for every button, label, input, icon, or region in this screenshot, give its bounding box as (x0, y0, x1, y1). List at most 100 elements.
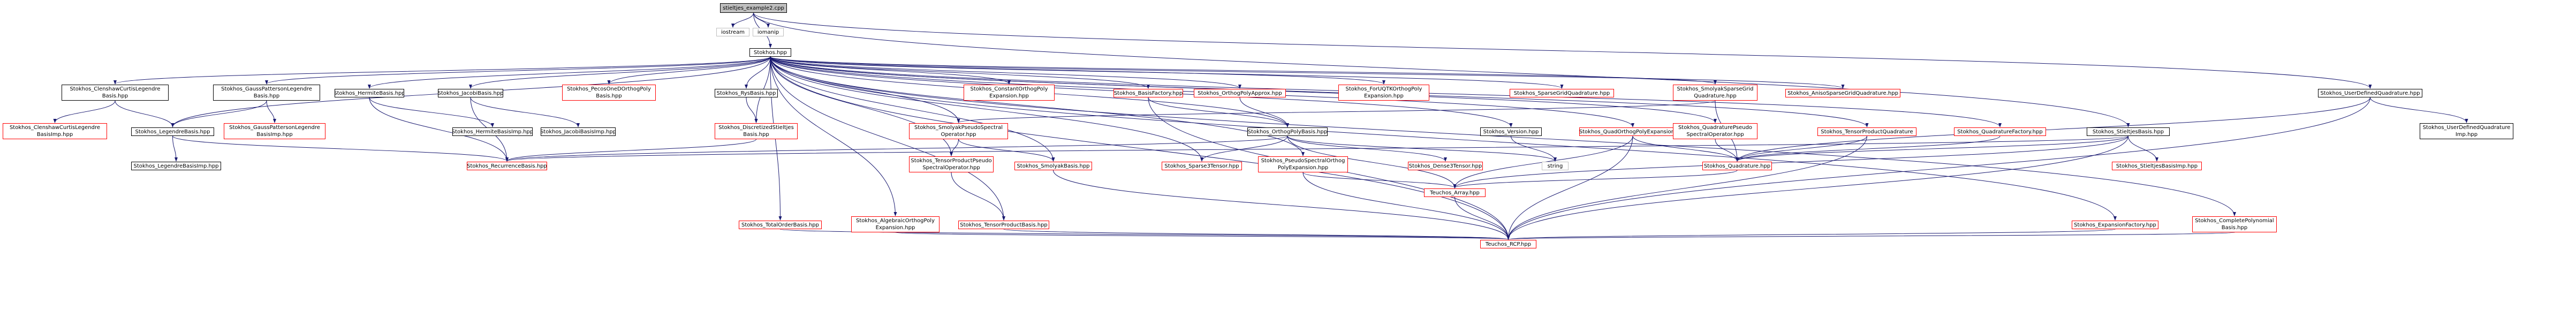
node-constant[interactable]: Stokhos_ConstantOrthogPoly Expansion.hpp (964, 85, 1055, 101)
node-legendreimp[interactable]: Stokhos_LegendreBasisImp.hpp (131, 162, 221, 170)
edge-stokhos-to-tensorbasis (770, 56, 1005, 221)
node-label: Stokhos_ClenshawCurtisLegendre BasisImp.… (9, 125, 101, 138)
node-label: Stokhos_TensorProductQuadrature (1821, 128, 1913, 135)
node-label: Stokhos_BasisFactory.hpp (1113, 90, 1183, 96)
edge-gausspatterson-to-legendre (171, 100, 267, 127)
edge-teuchosarray-to-teuchosrcp (1454, 196, 1510, 240)
node-expfactory[interactable]: Stokhos_ExpansionFactory.hpp (2072, 221, 2158, 229)
edge-stokhos-to-piecewise (607, 56, 771, 85)
edge-tensorbasis-to-teuchosrcp (1003, 229, 1510, 240)
node-teuchosarray[interactable]: Teuchos_Array.hpp (1424, 188, 1486, 197)
edge-pseudospectral-to-teuchosarray (1302, 172, 1457, 188)
node-basisfactory[interactable]: Stokhos_BasisFactory.hpp (1113, 89, 1183, 97)
edge-quadorthogexp-to-teuchosrcp (1506, 135, 1633, 240)
edge-orthogpolybasis-to-string (1287, 135, 1557, 162)
node-label: Stokhos_OrthogPolyApprox.hpp (1198, 90, 1282, 96)
edge-expfactory-to-teuchosrcp (1507, 229, 2116, 240)
edge-stokhos-to-completepoly (770, 56, 2236, 216)
node-label: Stokhos_LegendreBasisImp.hpp (133, 163, 219, 169)
node-completepoly[interactable]: Stokhos_CompletePolynomial Basis.hpp (2192, 216, 2277, 232)
node-tensorquad[interactable]: Stokhos_TensorProductQuadrature (1817, 127, 1916, 136)
node-gausspatterson[interactable]: Stokhos_GaussPattersonLegendre Basis.hpp (213, 85, 320, 101)
edge-root-to-stieltjesbasis (753, 12, 2130, 127)
edge-algebraic-to-teuchosrcp (895, 232, 1510, 240)
node-hermiteimp[interactable]: Stokhos_HermiteBasisImp.hpp (452, 127, 533, 136)
edge-stokhos-to-jacobi (469, 56, 771, 89)
edge-stokhos-to-sparse3 (770, 56, 1203, 162)
node-quadfactory[interactable]: Stokhos_QuadratureFactory.hpp (1954, 127, 2046, 136)
node-quadorthogexp[interactable]: Stokhos_QuadOrthogPolyExpansion.hpp (1579, 127, 1686, 136)
node-rys[interactable]: Stokhos_RysBasis.hpp (715, 89, 778, 97)
node-smolyaksparsegrid[interactable]: Stokhos_SmolyakSparseGrid Quadrature.hpp (1673, 85, 1757, 101)
edge-gausspatterson-to-gausspattersonimp (266, 100, 276, 123)
node-label: Stokhos_SmolyakBasis.hpp (1017, 163, 1090, 169)
node-sparsegridquad[interactable]: Stokhos_SparseGridQuadrature.hpp (1510, 89, 1614, 97)
node-quadrature[interactable]: Stokhos_Quadrature.hpp (1702, 162, 1772, 170)
node-orthogpolybasis[interactable]: Stokhos_OrthogPolyBasis.hpp (1247, 127, 1328, 136)
edge-smolyakpseudo-to-tensorpseudo (950, 139, 959, 156)
node-stieltjesbasis[interactable]: Stokhos_StieltjesBasis.hpp (2087, 127, 2170, 136)
node-label: Stokhos_OrthogPolyBasis.hpp (1247, 128, 1328, 135)
node-root: stieltjes_example2.cpp (720, 3, 787, 13)
node-userdefquad[interactable]: Stokhos_UserDefinedQuadrature.hpp (2318, 89, 2422, 97)
node-label: Stokhos_LegendreBasis.hpp (135, 128, 210, 135)
edge-smolyakbasis-to-teuchosrcp (1053, 170, 1510, 240)
edge-stokhos-to-algebraic (770, 56, 897, 216)
edge-basisfactory-to-orthogpolybasis (1148, 97, 1289, 127)
node-recurrence[interactable]: Stokhos_RecurrenceBasis.hpp (467, 162, 547, 170)
node-stokhos[interactable]: Stokhos.hpp (749, 48, 791, 57)
node-legendre[interactable]: Stokhos_LegendreBasis.hpp (131, 127, 214, 136)
node-label: Stokhos_DiscretizedStieltjes Basis.hpp (718, 125, 794, 138)
edge-hermite-to-recurrence (369, 97, 509, 162)
node-orthogapprox[interactable]: Stokhos_OrthogPolyApprox.hpp (1194, 89, 1286, 97)
node-hermite[interactable]: Stokhos_HermiteBasis.hpp (335, 89, 404, 97)
edge-tensorquad-to-teuchosrcp (1506, 135, 1867, 240)
node-tensorbasis[interactable]: Stokhos_TensorProductBasis.hpp (958, 221, 1049, 229)
node-jacobiimp[interactable]: Stokhos_JacobiBasisImp.hpp (541, 127, 616, 136)
node-iomanip: iomanip (753, 28, 784, 36)
node-label: Stokhos_ConstantOrthogPoly Expansion.hpp (970, 86, 1048, 99)
edge-userdefquad-to-teuchosrcp (1506, 97, 2370, 240)
edge-completepoly-to-teuchosrcp (1507, 232, 2235, 240)
node-jacobi[interactable]: Stokhos_JacobiBasis.hpp (438, 89, 503, 97)
node-label: Teuchos_Array.hpp (1430, 190, 1480, 196)
node-label: Stokhos_TensorProductPseudo SpectralOper… (911, 158, 992, 171)
node-smolyakbasis[interactable]: Stokhos_SmolyakBasis.hpp (1014, 162, 1092, 170)
edge-stieltjesbasis-to-stieltjesimp (2128, 135, 2158, 162)
node-fortran[interactable]: Stokhos_ForUQTKOrthogPoly Expansion.hpp (1338, 85, 1429, 101)
node-label: Stokhos_StieltjesBasis.hpp (2092, 128, 2164, 135)
edge-smolyakpseudo-to-smolyakbasis (958, 139, 1055, 162)
node-algebraic[interactable]: Stokhos_AlgebraicOrthogPoly Expansion.hp… (851, 216, 940, 232)
edge-stokhos-to-smolyakbasis (770, 56, 1055, 162)
node-label: Stokhos_Dense3Tensor.hpp (1408, 163, 1482, 169)
node-piecewise[interactable]: Stokhos_PecosOneDOrthogPoly Basis.hpp (562, 85, 656, 101)
node-anisosparse[interactable]: Stokhos_AnisoSparseGridQuadrature.hpp (1785, 89, 1900, 97)
node-userdefquadimp[interactable]: Stokhos_UserDefinedQuadrature Imp.hpp (2420, 123, 2513, 139)
node-teuchosrcp[interactable]: Teuchos_RCP.hpp (1480, 240, 1536, 248)
edge-clenshaw-to-legendre (115, 100, 175, 127)
node-sparse3[interactable]: Stokhos_Sparse3Tensor.hpp (1162, 162, 1242, 170)
node-label: Stokhos_SmolyakPseudoSpectral Operator.h… (914, 125, 1003, 138)
node-tensorpseudo[interactable]: Stokhos_TensorProductPseudo SpectralOper… (909, 156, 994, 172)
node-clenshawimp[interactable]: Stokhos_ClenshawCurtisLegendre BasisImp.… (3, 123, 107, 139)
node-gausspattersonimp[interactable]: Stokhos_GaussPattersonLegendre BasisImp.… (224, 123, 325, 139)
node-clenshaw[interactable]: Stokhos_ClenshawCurtisLegendre Basis.hpp (62, 85, 169, 101)
node-label: Stokhos.hpp (753, 49, 787, 56)
edge-smolyaksparsegrid-to-smolyakpseudo (957, 100, 1716, 123)
node-label: Stokhos_Quadrature.hpp (1703, 163, 1771, 169)
edge-root-to-userdefquad (753, 12, 2372, 89)
edge-orthogpolybasis-to-dense3 (1287, 135, 1447, 162)
node-quadpseudo[interactable]: Stokhos_QuadraturePseudo SpectralOperato… (1673, 123, 1757, 139)
node-stieltjesimp[interactable]: Stokhos_StieltjesBasisImp.hpp (2112, 162, 2202, 170)
node-dense3[interactable]: Stokhos_Dense3Tensor.hpp (1408, 162, 1483, 170)
node-totalorder[interactable]: Stokhos_TotalOrderBasis.hpp (739, 221, 822, 229)
node-pseudospectral[interactable]: Stokhos_PseudoSpectralOrthog PolyExpansi… (1258, 156, 1348, 172)
node-label: stieltjes_example2.cpp (723, 5, 784, 11)
node-label: Stokhos_JacobiBasis.hpp (438, 90, 503, 96)
edge-userdefquad-to-quadrature (1736, 97, 2370, 162)
node-discretized[interactable]: Stokhos_DiscretizedStieltjes Basis.hpp (715, 123, 798, 139)
edge-stokhos-to-tensorquad (770, 56, 1869, 127)
node-version[interactable]: Stokhos_Version.hpp (1480, 127, 1542, 136)
node-smolyakpseudo[interactable]: Stokhos_SmolyakPseudoSpectral Operator.h… (909, 123, 1008, 139)
